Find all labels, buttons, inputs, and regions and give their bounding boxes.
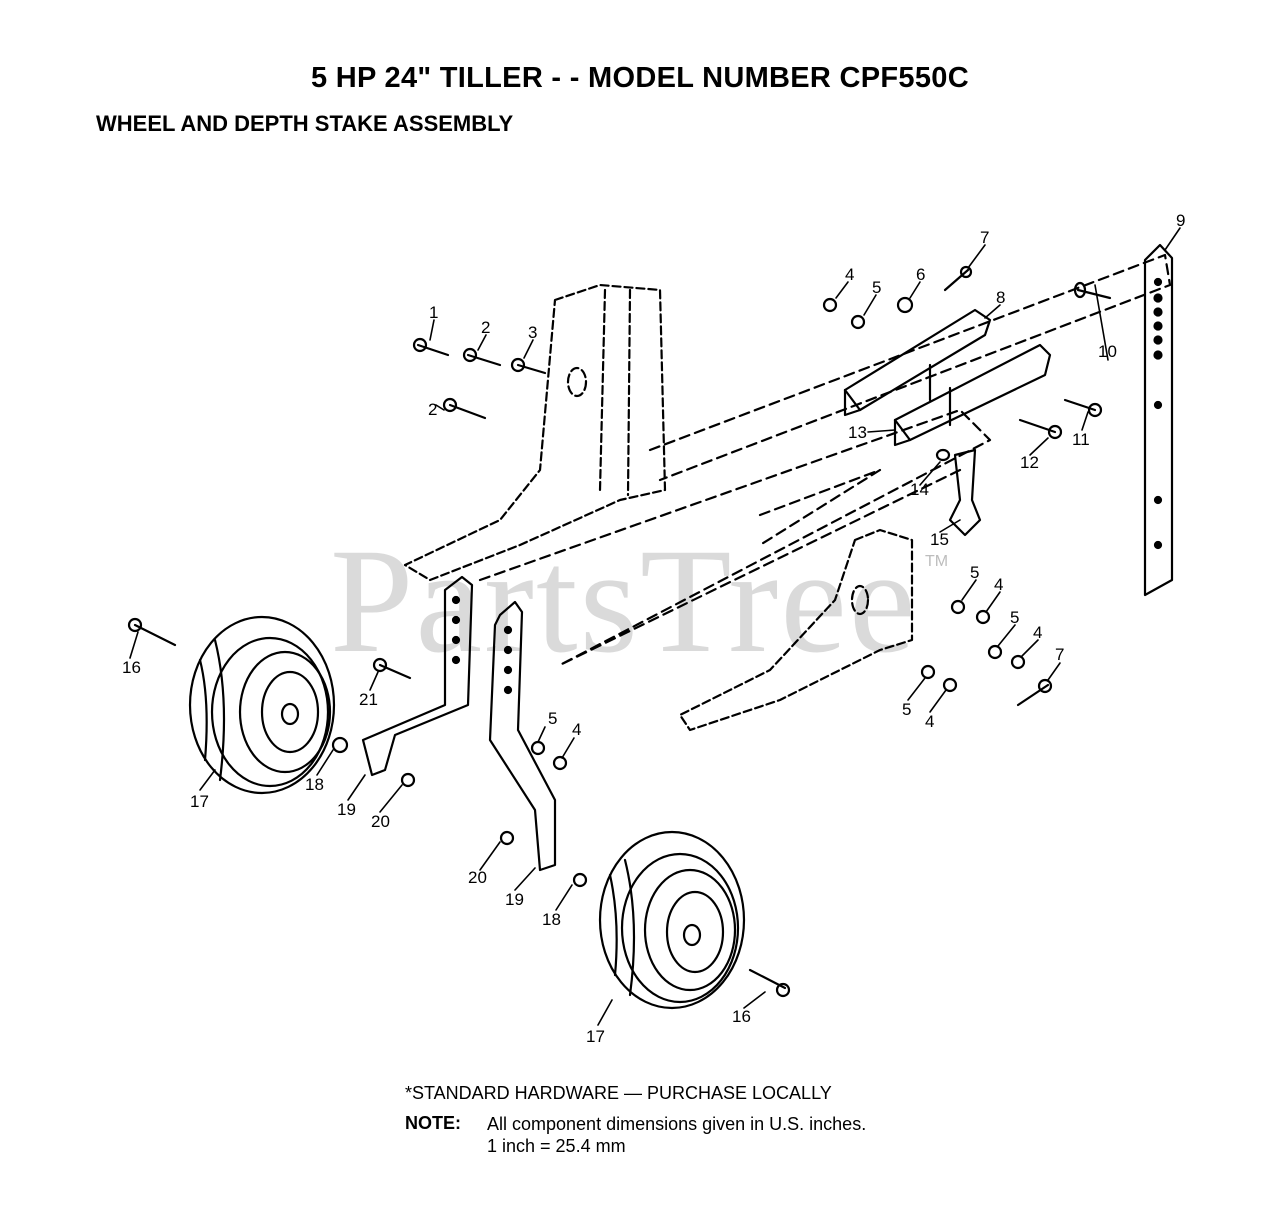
callout-4: 4 — [925, 712, 934, 731]
standard-hardware-note: *STANDARD HARDWARE — PURCHASE LOCALLY — [405, 1083, 832, 1103]
callout-5: 5 — [902, 700, 911, 719]
leader-lines — [129, 227, 1181, 1026]
callout-14: 14 — [910, 480, 929, 499]
callout-labels: 1 2 3 2 4 5 6 7 8 9 10 11 12 13 14 15 16… — [122, 211, 1185, 1046]
hitch-pin — [935, 448, 982, 537]
axle-outline — [478, 253, 1172, 667]
callout-18: 18 — [542, 910, 561, 929]
callout-19: 19 — [337, 800, 356, 819]
bolts-upper — [412, 281, 1112, 440]
note-label: NOTE: — [405, 1113, 461, 1133]
callout-2: 2 — [428, 400, 437, 419]
wheel-left — [188, 615, 336, 795]
callout-2: 2 — [481, 318, 490, 337]
hardware-wheel-brackets — [127, 617, 791, 998]
callout-16: 16 — [732, 1007, 751, 1026]
callout-7: 7 — [1055, 645, 1064, 664]
note-text: All component dimensions given in U.S. i… — [487, 1113, 866, 1157]
right-bracket — [678, 528, 914, 732]
callout-17: 17 — [190, 792, 209, 811]
callout-18: 18 — [305, 775, 324, 794]
callout-13: 13 — [848, 423, 867, 442]
note-line-2: 1 inch = 25.4 mm — [487, 1136, 626, 1156]
callout-11: 11 — [1072, 430, 1090, 449]
callout-16: 16 — [122, 658, 141, 677]
callout-1: 1 — [429, 303, 438, 322]
callout-20: 20 — [468, 868, 487, 887]
depth-stake — [1143, 243, 1174, 597]
watermark-trademark: TM — [925, 553, 949, 570]
callout-15: 15 — [930, 530, 949, 549]
callout-5: 5 — [970, 563, 979, 582]
note-line-1: All component dimensions given in U.S. i… — [487, 1114, 867, 1134]
callout-5: 5 — [1010, 608, 1019, 627]
wheel-bracket-right — [488, 600, 557, 872]
callout-5: 5 — [548, 709, 557, 728]
callout-21: 21 — [359, 690, 378, 709]
callout-8: 8 — [996, 288, 1005, 307]
callout-6: 6 — [916, 265, 925, 284]
page-title: 5 HP 24" TILLER - - MODEL NUMBER CPF550C — [311, 62, 969, 94]
hardware-lower-right — [920, 599, 1053, 707]
callout-10: 10 — [1098, 342, 1117, 361]
callout-20: 20 — [371, 812, 390, 831]
callout-17: 17 — [586, 1027, 605, 1046]
callout-9: 9 — [1176, 211, 1185, 230]
callout-4: 4 — [845, 265, 854, 284]
callout-4: 4 — [1033, 623, 1042, 642]
callout-5: 5 — [872, 278, 881, 297]
wheel-right — [598, 830, 746, 1010]
watermark: PartsTree — [330, 518, 918, 684]
callout-4: 4 — [572, 720, 581, 739]
hardware-upper — [822, 265, 973, 330]
callout-19: 19 — [505, 890, 524, 909]
assembly-subtitle: WHEEL AND DEPTH STAKE ASSEMBLY — [96, 111, 514, 136]
callout-7: 7 — [980, 228, 989, 247]
wheel-bracket-left — [361, 575, 474, 777]
callout-4: 4 — [994, 575, 1003, 594]
left-bracket — [403, 283, 667, 582]
callout-3: 3 — [528, 323, 537, 342]
stake-bracket-upper — [843, 308, 1052, 447]
callout-12: 12 — [1020, 453, 1039, 472]
